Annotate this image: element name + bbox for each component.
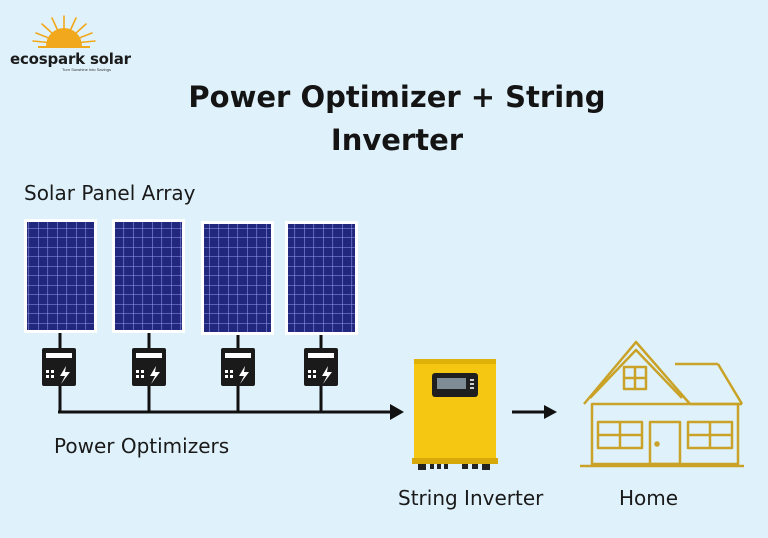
solar-panel [112,219,185,333]
brand-name: ecospark solar [10,50,131,68]
diagram-title: Power Optimizer + String Inverter [188,80,606,157]
wiring [58,333,392,414]
label-optimizers: Power Optimizers [54,434,230,458]
solar-panel [24,219,97,333]
power-optimizer-icon [221,348,255,386]
arrow-right-icon [390,404,404,420]
brand-tagline: Turn Sunshine Into Savings [62,67,111,72]
power-optimizer-icon [304,348,338,386]
label-panel-array: Solar Panel Array [24,181,196,205]
sun-icon [32,15,96,48]
solar-panel [285,221,358,335]
label-home: Home [619,486,679,510]
solar-panel [201,221,274,335]
arrow-right-icon [512,405,557,419]
power-optimizer-icon [132,348,166,386]
power-optimizer-icon [42,348,76,386]
house-icon [580,340,744,468]
label-inverter: String Inverter [398,486,544,510]
string-inverter-icon [412,359,498,470]
